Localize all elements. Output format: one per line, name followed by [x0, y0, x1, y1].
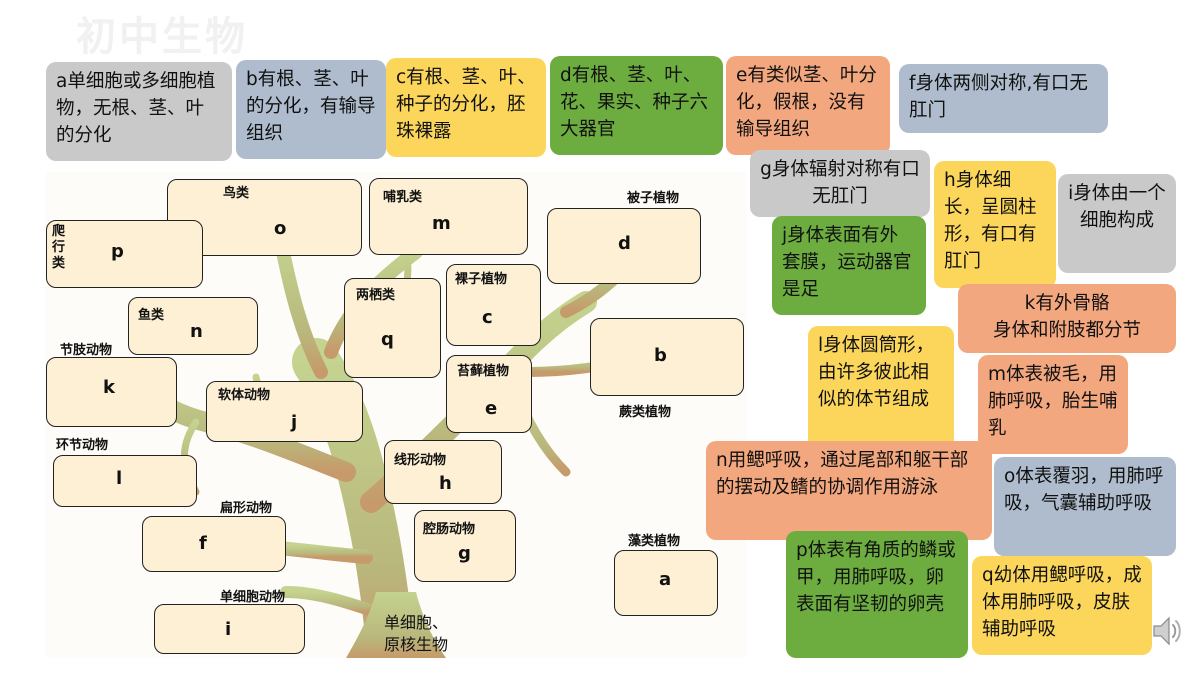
- label-algae: 藻类植物: [628, 534, 681, 549]
- card-d: d有根、茎、叶、花、果实、种子六大器官: [550, 56, 723, 155]
- label-birds: 鸟类: [223, 186, 250, 201]
- card-o: o体表覆羽，用肺呼吸，气囊辅助呼吸: [994, 457, 1176, 556]
- card-f: f身体两侧对称,有口无肛门: [899, 64, 1108, 133]
- card-p: p体表有角质的鳞或甲，用肺呼吸，卵表面有坚韧的卵壳: [786, 531, 968, 658]
- card-m: m体表被毛，用肺呼吸，胎生哺乳: [978, 355, 1128, 454]
- slot-q: q: [344, 278, 441, 378]
- label-mammals: 哺乳类: [383, 190, 423, 205]
- card-c: c有根、茎、叶、种子的分化，胚珠裸露: [386, 58, 546, 157]
- label-angiosperms: 被子植物: [627, 191, 680, 206]
- slot-p: p: [46, 220, 203, 288]
- label-flatworms: 扁形动物: [220, 501, 273, 516]
- card-j: j身体表面有外套膜，运动器官是足: [772, 216, 926, 315]
- label-root: 单细胞、 原核生物: [384, 613, 449, 654]
- slot-n: n: [128, 297, 258, 355]
- label-amphibians: 两栖类: [356, 288, 396, 303]
- slot-c: c: [446, 264, 541, 346]
- watermark-title: 初中生物: [76, 13, 248, 60]
- card-i: i身体由一个细胞构成: [1058, 174, 1176, 273]
- card-q: q幼体用鳃呼吸，成体用肺呼吸，皮肤辅助呼吸: [972, 556, 1152, 655]
- label-mosses: 苔藓植物: [457, 364, 510, 379]
- label-nematodes: 线形动物: [394, 453, 447, 468]
- slot-f: f: [142, 516, 286, 572]
- slot-g: g: [414, 510, 516, 582]
- card-l: l身体圆筒形，由许多彼此相似的体节组成: [808, 326, 954, 449]
- label-cnidarians: 腔肠动物: [423, 522, 476, 537]
- slot-b: b: [590, 318, 744, 396]
- label-gymnosperms: 裸子植物: [455, 272, 508, 287]
- card-k: k有外骨骼 身体和附肢都分节: [958, 284, 1176, 353]
- label-annelids: 环节动物: [56, 438, 109, 453]
- label-arthropods: 节肢动物: [60, 343, 113, 358]
- slot-l: l: [53, 455, 197, 507]
- label-protozoa: 单细胞动物: [220, 590, 286, 605]
- label-reptiles: 爬 行 类: [52, 224, 66, 271]
- label-ferns: 蕨类植物: [619, 405, 672, 420]
- slot-j: j: [206, 381, 363, 442]
- slot-k: k: [46, 357, 177, 427]
- label-mollusks: 软体动物: [218, 388, 271, 403]
- evolution-tree: o 鸟类 m 哺乳类 d 被子植物 p 爬 行 类 c 裸子植物 q 两栖类 n…: [46, 172, 746, 658]
- speaker-icon[interactable]: [1152, 614, 1182, 648]
- card-g: g身体辐射对称有口无肛门: [750, 150, 930, 217]
- slot-m: m: [369, 178, 528, 255]
- card-a: a单细胞或多细胞植物，无根、茎、叶的分化: [46, 62, 232, 161]
- slot-d: d: [547, 208, 701, 284]
- slot-e: e: [446, 355, 532, 433]
- slot-h: h: [384, 440, 502, 504]
- card-e: e有类似茎、叶分化，假根，没有输导组织: [726, 56, 890, 155]
- slot-i: i: [154, 604, 305, 654]
- slot-a: a: [614, 550, 718, 616]
- label-fish: 鱼类: [138, 308, 165, 323]
- card-n: n用鳃呼吸，通过尾部和躯干部的摆动及鳍的协调作用游泳: [706, 441, 992, 540]
- slot-o: o: [167, 179, 362, 256]
- card-b: b有根、茎、叶的分化，有输导组织: [236, 60, 386, 159]
- card-h: h身体细长，呈圆柱形，有口有肛门: [934, 161, 1056, 288]
